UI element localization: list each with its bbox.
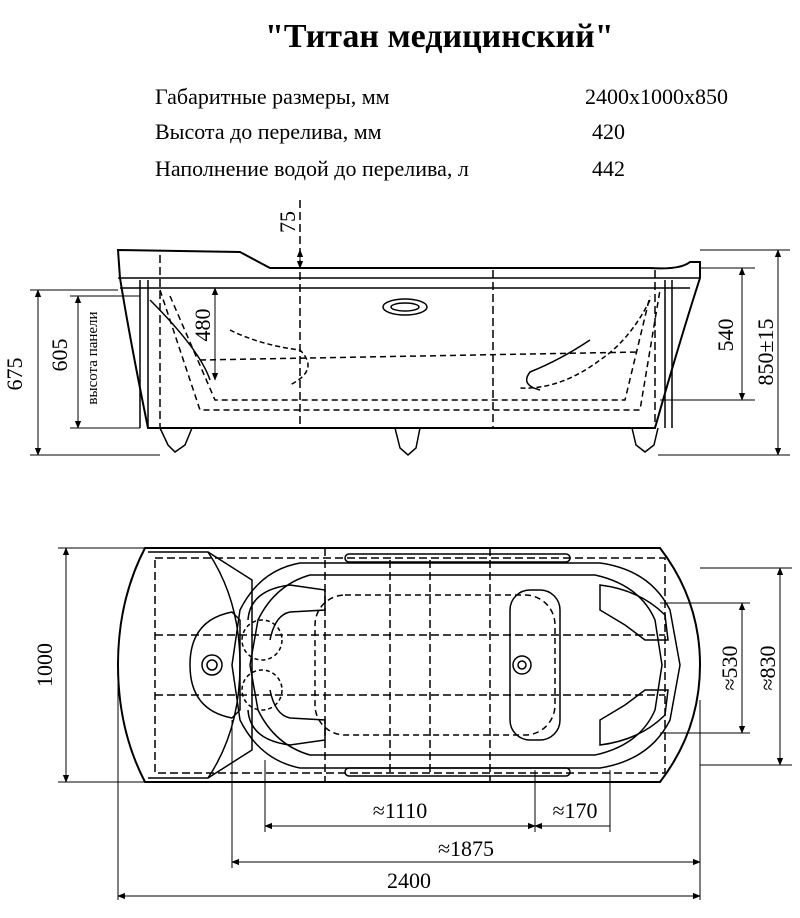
top-view: [116, 547, 702, 783]
headrest: [189, 611, 241, 719]
spec-value-water-volume: 442: [592, 156, 625, 181]
product-title: "Титан медицинский": [265, 18, 614, 55]
spec-value-overflow-height: 420: [592, 119, 625, 144]
side-view-outline: [116, 248, 701, 429]
dim-850-label: 850±15: [753, 318, 778, 385]
dim-1000-label: 1000: [32, 643, 57, 687]
dim-480-label: 480: [190, 309, 215, 342]
dim-675-label: 675: [2, 358, 27, 391]
dim-1875-label: ≈1875: [438, 836, 494, 861]
spec-label-overflow-height: Высота до перелива, мм: [155, 119, 382, 144]
dim-170-label: ≈170: [552, 798, 597, 823]
dim-605-label: 605: [47, 339, 72, 372]
dim-830-label: ≈830: [755, 645, 780, 690]
top-view-dimensions: [58, 547, 792, 900]
spec-value-dimensions: 2400x1000x850: [585, 84, 728, 109]
dim-75-label: 75: [275, 211, 300, 233]
dim-2400-label: 2400: [387, 868, 431, 893]
leg-left: [159, 427, 193, 453]
top-view-outline: [116, 547, 702, 783]
leg-right: [631, 427, 659, 453]
leg-middle: [394, 427, 421, 456]
panel-height-label: высота панели: [85, 311, 101, 404]
dim-1110-label: ≈1110: [373, 798, 427, 823]
tub-bowl: [231, 562, 681, 769]
dim-530-label: ≈530: [717, 645, 742, 690]
spec-label-dimensions: Габаритные размеры, мм: [155, 84, 390, 109]
side-view-dimensions: [30, 249, 790, 456]
spec-label-water-volume: Наполнение водой до перелива, л: [155, 156, 469, 181]
handle-bottom: [344, 767, 571, 777]
dim-540-label: 540: [713, 319, 738, 352]
